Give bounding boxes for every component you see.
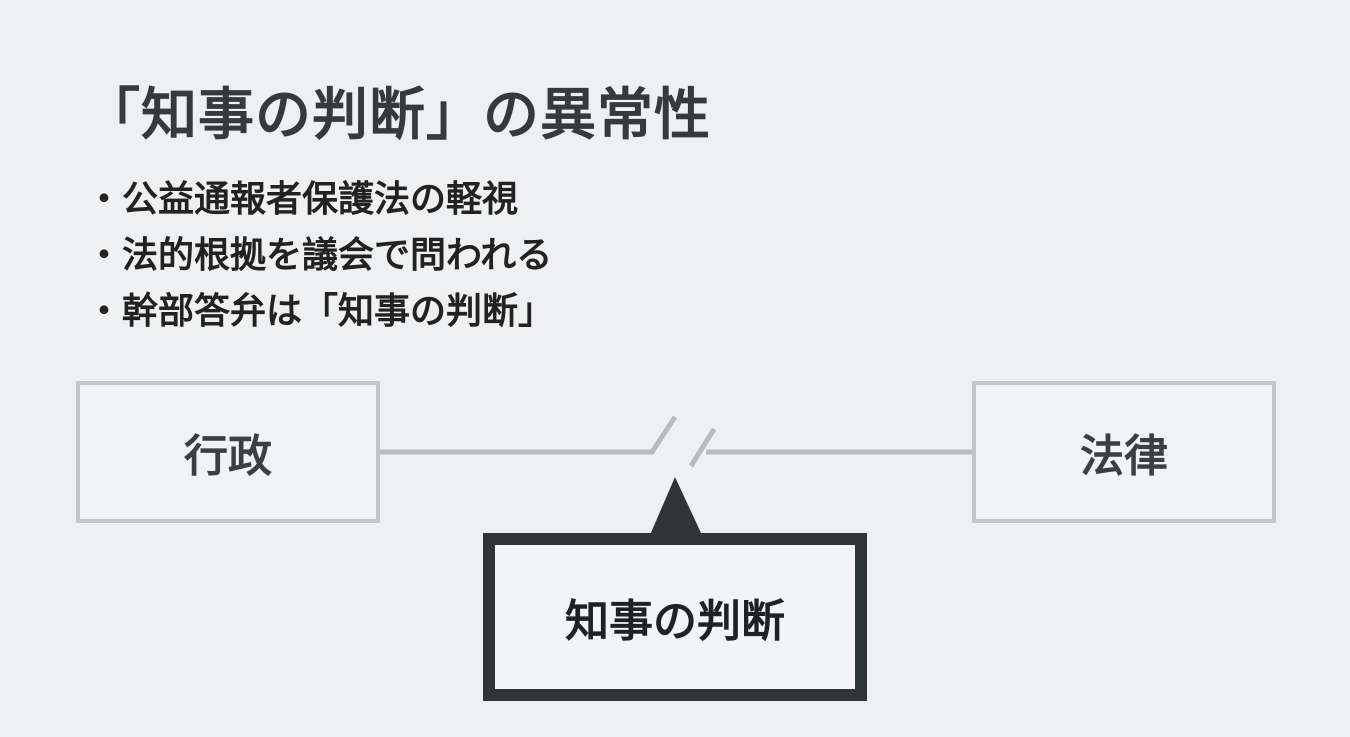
slide-title: 「知事の判断」の異常性	[84, 83, 711, 148]
governor-judgment-box: 知事の判断	[483, 533, 867, 701]
right-connector-line	[688, 427, 717, 468]
administration-box: 行政	[76, 381, 380, 523]
pointer-triangle	[650, 477, 702, 535]
bullet-item: 公益通報者保護法の軽視	[86, 172, 554, 228]
bullet-item: 幹部答弁は「知事の判断」	[86, 284, 554, 340]
left-connector-line	[380, 415, 678, 455]
bullet-list: 公益通報者保護法の軽視 法的根拠を議会で問われる 幹部答弁は「知事の判断」	[86, 172, 554, 340]
law-box: 法律	[972, 381, 1276, 523]
administration-label: 行政	[184, 431, 272, 482]
governor-judgment-label: 知事の判断	[565, 596, 785, 647]
law-label: 法律	[1080, 431, 1168, 482]
bullet-item: 法的根拠を議会で問われる	[86, 228, 554, 284]
